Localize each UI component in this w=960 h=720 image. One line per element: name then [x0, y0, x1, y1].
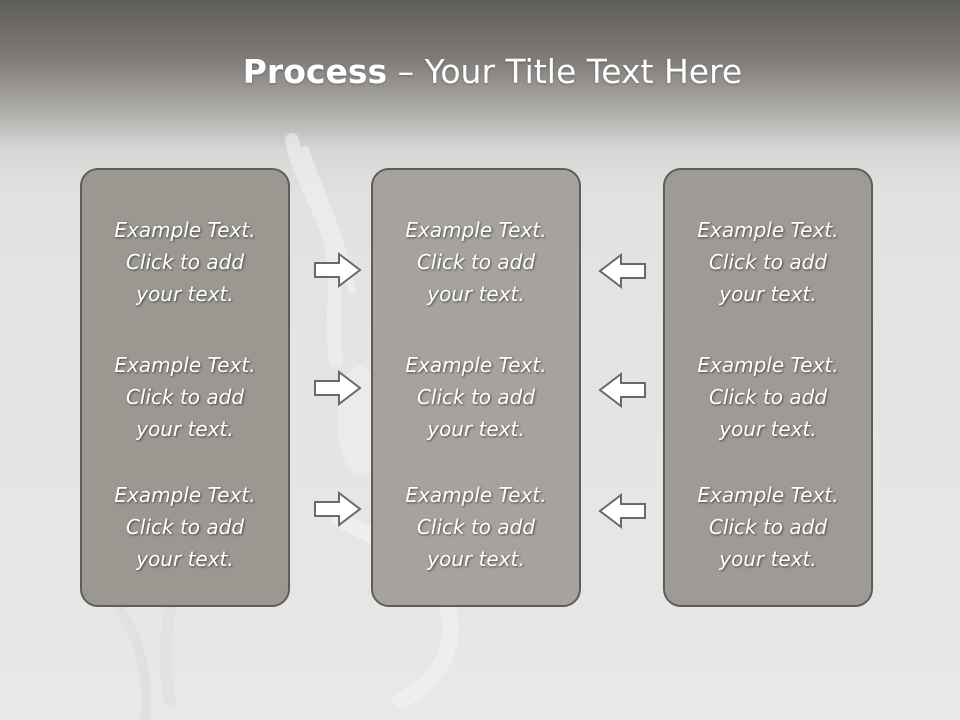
text-line: Example Text. [114, 353, 256, 377]
text-placeholder[interactable]: Example Text. Click to add your text. [373, 214, 579, 310]
left-text-box[interactable]: Example Text. Click to add your text. Ex… [80, 168, 290, 607]
text-line: your text. [427, 417, 525, 441]
text-placeholder[interactable]: Example Text. Click to add your text. [373, 349, 579, 445]
text-line: your text. [136, 282, 234, 306]
text-line: your text. [427, 547, 525, 571]
text-placeholder[interactable]: Example Text. Click to add your text. [373, 479, 579, 575]
text-line: Example Text. [114, 218, 256, 242]
text-line: your text. [136, 417, 234, 441]
title-rest-part: – Your Title Text Here [387, 52, 743, 91]
text-placeholder[interactable]: Example Text. Click to add your text. [665, 479, 871, 575]
text-line: Click to add [708, 250, 828, 274]
text-line: Click to add [125, 385, 245, 409]
text-line: Click to add [708, 385, 828, 409]
text-line: Example Text. [697, 218, 839, 242]
text-line: Example Text. [114, 483, 256, 507]
arrow-right-icon[interactable] [313, 369, 363, 407]
arrow-right-icon[interactable] [313, 251, 363, 289]
text-line: Example Text. [405, 483, 547, 507]
title-bold-part: Process [242, 52, 388, 91]
arrow-left-icon[interactable] [597, 371, 647, 409]
text-line: Click to add [125, 515, 245, 539]
text-placeholder[interactable]: Example Text. Click to add your text. [82, 479, 288, 575]
text-line: Click to add [416, 385, 536, 409]
text-placeholder[interactable]: Example Text. Click to add your text. [665, 349, 871, 445]
slide-title[interactable]: Process – Your Title Text Here [0, 52, 960, 91]
arrow-left-icon[interactable] [597, 492, 647, 530]
text-line: your text. [719, 417, 817, 441]
arrow-left-icon[interactable] [597, 252, 647, 290]
right-text-box[interactable]: Example Text. Click to add your text. Ex… [663, 168, 873, 607]
text-line: Example Text. [697, 353, 839, 377]
text-placeholder[interactable]: Example Text. Click to add your text. [82, 214, 288, 310]
text-line: Click to add [416, 250, 536, 274]
text-line: Click to add [125, 250, 245, 274]
text-line: your text. [719, 282, 817, 306]
center-text-box[interactable]: Example Text. Click to add your text. Ex… [371, 168, 581, 607]
text-line: Click to add [708, 515, 828, 539]
text-line: Example Text. [405, 353, 547, 377]
text-placeholder[interactable]: Example Text. Click to add your text. [82, 349, 288, 445]
text-line: Example Text. [697, 483, 839, 507]
text-line: your text. [427, 282, 525, 306]
text-line: Example Text. [405, 218, 547, 242]
arrow-right-icon[interactable] [313, 490, 363, 528]
text-line: your text. [136, 547, 234, 571]
text-line: your text. [719, 547, 817, 571]
text-placeholder[interactable]: Example Text. Click to add your text. [665, 214, 871, 310]
text-line: Click to add [416, 515, 536, 539]
